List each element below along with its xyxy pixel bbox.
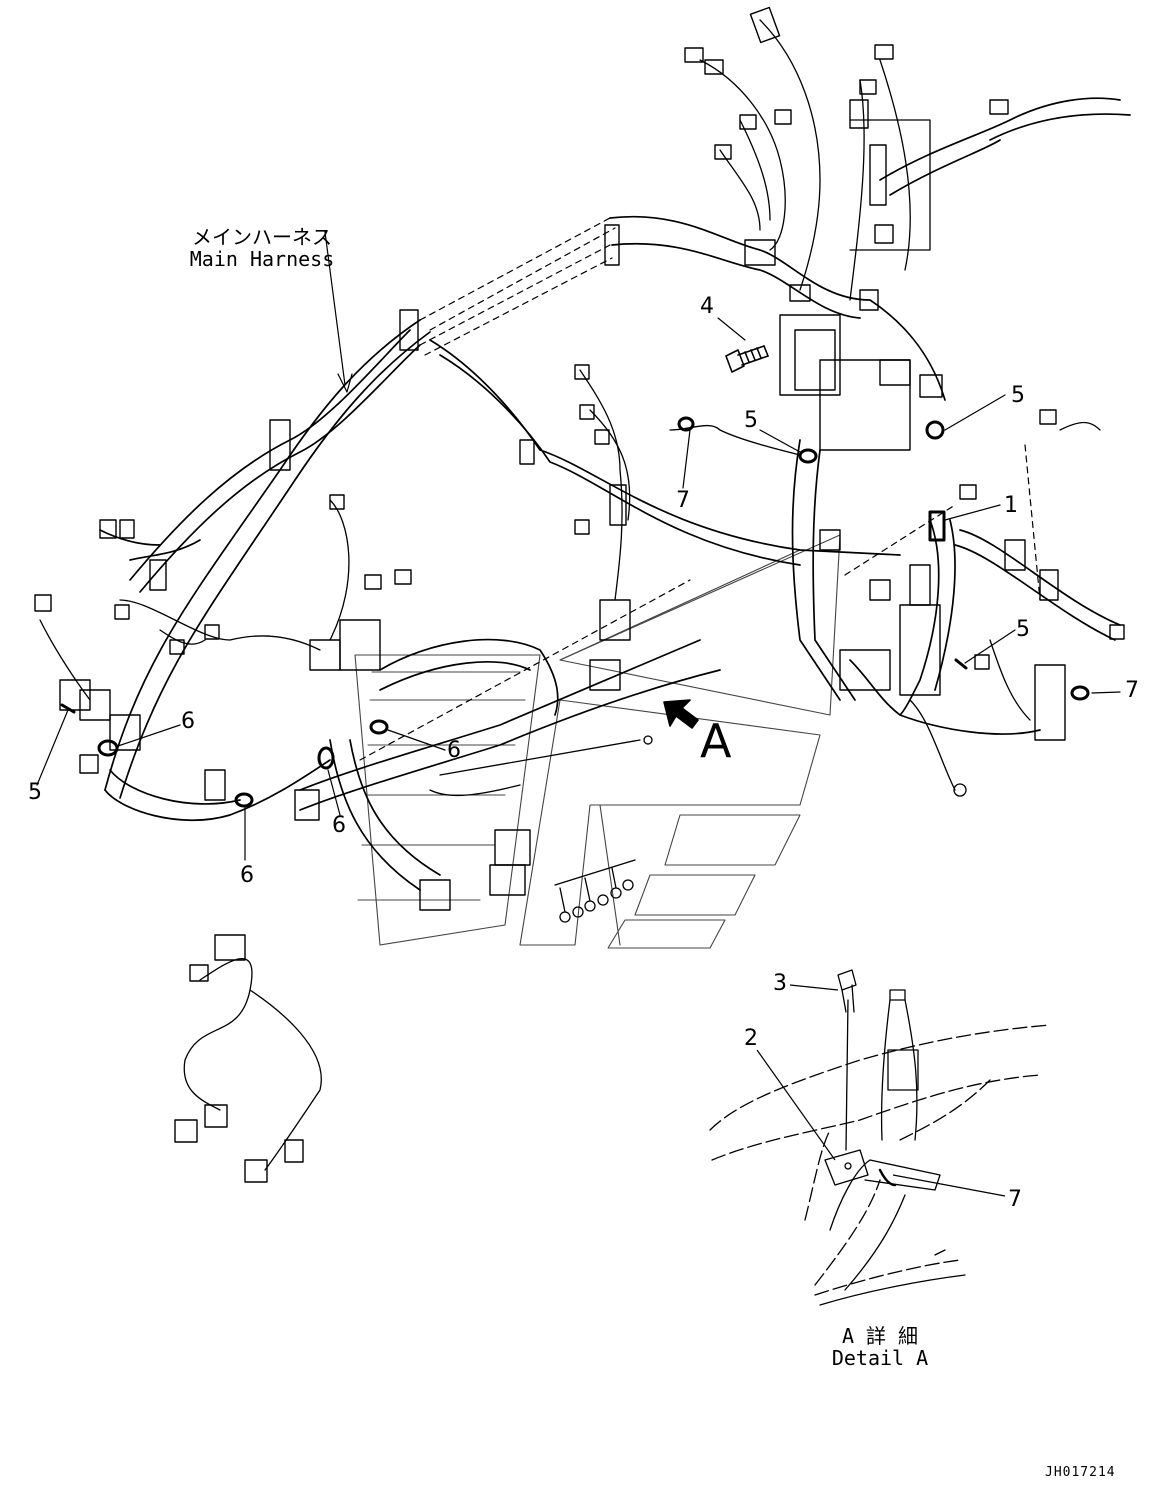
callout-4: 4 xyxy=(700,294,714,319)
branch-wires xyxy=(39,19,1101,1171)
callout-6-b: 6 xyxy=(240,863,254,888)
main-harness-trunk xyxy=(99,97,1131,891)
screw-item-4 xyxy=(725,345,769,373)
callout-7-a: 7 xyxy=(676,488,690,513)
callout-6-a: 6 xyxy=(181,709,195,734)
callout-7-c: 7 xyxy=(1008,1187,1022,1212)
callout-2: 2 xyxy=(744,1026,758,1051)
main-harness-caption: メインハーネス Main Harness xyxy=(182,226,342,270)
callout-6-c: 6 xyxy=(332,813,346,838)
view-letter: A xyxy=(700,714,732,768)
callout-6-d: 6 xyxy=(447,738,461,763)
callout-1: 1 xyxy=(1004,493,1018,518)
detail-caption-jp: A 詳 細 xyxy=(841,1324,919,1348)
callout-5-d: 5 xyxy=(28,780,42,805)
clamps xyxy=(60,416,1090,808)
document-id: JH017214 xyxy=(1045,1465,1116,1480)
callout-5-c: 5 xyxy=(1016,617,1030,642)
connectors xyxy=(34,6,1125,1183)
background-logo-outline xyxy=(354,534,841,949)
detail-a-drawing xyxy=(709,969,1051,1306)
view-arrow-a xyxy=(663,699,699,729)
ring-terminals xyxy=(554,735,967,923)
detail-caption: A 詳 細 Detail A xyxy=(805,1325,955,1369)
dashed-routing xyxy=(359,217,1041,761)
callout-3: 3 xyxy=(773,971,787,996)
callout-5-b: 5 xyxy=(744,408,758,433)
main-harness-caption-jp: メインハーネス xyxy=(192,225,332,249)
detail-caption-en: Detail A xyxy=(831,1346,929,1370)
main-harness-caption-en: Main Harness xyxy=(189,247,335,271)
callout-7-b: 7 xyxy=(1125,678,1139,703)
leader-lines xyxy=(36,231,1121,861)
callout-5-a: 5 xyxy=(1011,383,1025,408)
